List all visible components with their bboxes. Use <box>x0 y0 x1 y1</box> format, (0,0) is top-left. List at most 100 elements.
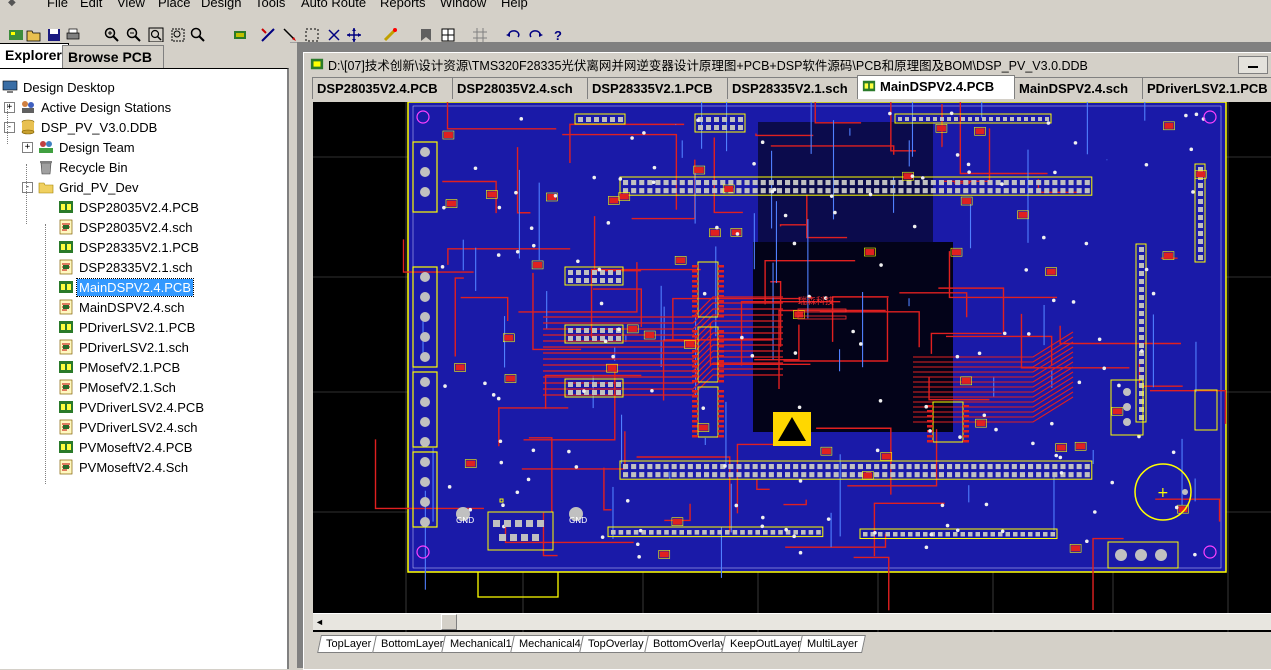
zoom-window-icon[interactable] <box>190 27 206 43</box>
redo-icon[interactable] <box>528 27 544 43</box>
pcb-canvas[interactable]: 瑞森科技 + GND GND <box>313 102 1271 632</box>
sch-doc-icon <box>58 459 74 475</box>
component-icon[interactable] <box>232 27 248 43</box>
tab-browse-pcb[interactable]: Browse PCB <box>62 45 164 68</box>
sch-doc-icon <box>58 219 74 235</box>
tree-item-label: Recycle Bin <box>59 159 128 175</box>
tree-item-pvdriverlsv2-4-pcb[interactable]: PVDriverLSV2.4.PCB <box>58 397 206 417</box>
gnd-label-right: GND <box>569 516 587 525</box>
tree-item-label: PVMoseftV2.4.PCB <box>79 439 193 455</box>
tree-item-label: Active Design Stations <box>41 99 172 115</box>
tree-item-grid-pv-dev[interactable]: Grid_PV_Dev <box>38 177 140 197</box>
tree-item-label: PVMoseftV2.4.Sch <box>79 459 189 475</box>
menu-help[interactable]: Help <box>501 0 528 10</box>
doc-tab-pdriverlsv2-1-pcb[interactable]: PDriverLSV2.1.PCB <box>1142 77 1271 99</box>
sch-doc-icon <box>58 259 74 275</box>
tree-item-design-team[interactable]: Design Team <box>38 137 137 157</box>
doc-tab-dsp28335v2-1-sch[interactable]: DSP28335V2.1.sch <box>727 77 858 99</box>
doc-tab-dsp28035v2-4-pcb[interactable]: DSP28035V2.4.PCB <box>312 77 453 99</box>
doc-tab-dsp28035v2-4-sch[interactable]: DSP28035V2.4.sch <box>452 77 588 99</box>
menu-edit[interactable]: Edit <box>80 0 103 10</box>
print-icon[interactable] <box>65 27 81 43</box>
help-icon[interactable]: ? <box>554 27 562 43</box>
doc-tab-maindspv2-4-pcb[interactable]: MainDSPV2.4.PCB <box>857 75 1015 99</box>
deselect-icon[interactable] <box>326 27 342 43</box>
tree-connector <box>7 104 8 144</box>
route-icon[interactable] <box>282 27 298 43</box>
zoom-in-icon[interactable] <box>104 27 120 43</box>
reset-icon[interactable] <box>418 27 434 43</box>
expand-icon[interactable]: + <box>22 142 33 153</box>
grid-snap-icon[interactable] <box>472 27 488 43</box>
pcb-board-view[interactable]: 瑞森科技 + GND GND <box>313 102 1271 632</box>
board-label: 瑞森科技 <box>798 295 834 307</box>
tree-item-dsp28035v2-4-pcb[interactable]: DSP28035V2.4.PCB <box>58 197 201 217</box>
doc-tab-label: DSP28335V2.1.PCB <box>592 81 713 96</box>
tree-item-pdriverlsv2-1-pcb[interactable]: PDriverLSV2.1.PCB <box>58 317 197 337</box>
scroll-thumb[interactable] <box>441 614 457 630</box>
collapse-icon[interactable]: - <box>22 182 33 193</box>
collapse-icon[interactable]: - <box>4 122 15 133</box>
move-icon[interactable] <box>346 27 362 43</box>
tree-item-label: DSP_PV_V3.0.DDB <box>41 119 158 135</box>
doc-tab-dsp28335v2-1-pcb[interactable]: DSP28335V2.1.PCB <box>587 77 728 99</box>
app-menu-icon[interactable]: ◆ <box>8 0 16 8</box>
tree-item-pvmoseftv2-4-pcb[interactable]: PVMoseftV2.4.PCB <box>58 437 194 457</box>
menu-view[interactable]: View <box>117 0 145 10</box>
save-icon[interactable] <box>46 27 62 43</box>
tree-item-active-design-stations[interactable]: Active Design Stations <box>20 97 173 117</box>
tree-item-pmosefv2-1-pcb[interactable]: PMosefV2.1.PCB <box>58 357 182 377</box>
tree-item-dsp28335v2-1-pcb[interactable]: DSP28335V2.1.PCB <box>58 237 201 257</box>
sch-doc-icon <box>58 379 74 395</box>
tree-item-dsp28035v2-4-sch[interactable]: DSP28035V2.4.sch <box>58 217 194 237</box>
pcb-doc-icon <box>58 279 74 295</box>
tree-item-dsp28335v2-1-sch[interactable]: DSP28335V2.1.sch <box>58 257 194 277</box>
tree-item-recycle-bin[interactable]: Recycle Bin <box>38 157 130 177</box>
tree-connector <box>26 164 27 224</box>
layer-tab-multilayer[interactable]: MultiLayer <box>798 635 866 653</box>
menu-reports[interactable]: Reports <box>380 0 426 10</box>
doc-tab-maindspv2-4-sch[interactable]: MainDSPV2.4.sch <box>1014 77 1143 99</box>
tree-connector <box>45 224 46 484</box>
menu-place[interactable]: Place <box>158 0 191 10</box>
tree-item-pmosefv2-1-sch[interactable]: PMosefV2.1.Sch <box>58 377 178 397</box>
layer-tab-label: Mechanical4 <box>519 638 581 650</box>
menu-file[interactable]: File <box>47 0 68 10</box>
pcb-doc-icon <box>58 399 74 415</box>
wire-icon[interactable] <box>260 27 276 43</box>
tree-item-pdriverlsv2-1-sch[interactable]: PDriverLSV2.1.sch <box>58 337 191 357</box>
pcb-doc-icon <box>58 359 74 375</box>
zoom-fit-icon[interactable] <box>170 27 186 43</box>
undo-icon[interactable] <box>505 27 521 43</box>
zoom-area-icon[interactable] <box>148 27 164 43</box>
tree-item-pvdriverlsv2-4-sch[interactable]: PVDriverLSV2.4.sch <box>58 417 200 437</box>
horizontal-scrollbar[interactable]: ◄ <box>313 613 1271 630</box>
scroll-left-icon[interactable]: ◄ <box>315 617 324 627</box>
menu-window[interactable]: Window <box>440 0 487 10</box>
document-titlebar: D:\[07]技术创新\设计资源\TMS320F28335光伏离网并网逆变器设计… <box>304 53 1271 75</box>
tree-item-pvmoseftv2-4-sch[interactable]: PVMoseftV2.4.Sch <box>58 457 190 477</box>
grid-icon[interactable] <box>440 27 456 43</box>
select-icon[interactable] <box>304 27 320 43</box>
layer-tab-label: MultiLayer <box>807 638 858 650</box>
open-icon[interactable] <box>26 27 42 43</box>
menu-tools[interactable]: Tools <box>255 0 286 10</box>
zoom-out-icon[interactable] <box>126 27 142 43</box>
minimize-button[interactable] <box>1238 56 1268 74</box>
pcb-doc-icon <box>58 439 74 455</box>
layer-tab-label: KeepOutLayer <box>730 638 801 650</box>
browse-icon[interactable] <box>8 27 24 43</box>
tree-item-label: Design Desktop <box>23 79 115 95</box>
tree-item-dsp-pv-v3-0-ddb[interactable]: DSP_PV_V3.0.DDB <box>20 117 159 137</box>
tab-explorer[interactable]: Explorer <box>0 43 69 68</box>
tree-item-design-desktop[interactable]: Design Desktop <box>2 77 117 97</box>
expand-icon[interactable]: + <box>4 102 15 113</box>
tree-item-maindspv2-4-pcb[interactable]: MainDSPV2.4.PCB <box>58 277 194 297</box>
library-icon[interactable] <box>382 27 398 43</box>
menu-design[interactable]: Design <box>201 0 242 10</box>
tree-item-label: DSP28335V2.1.PCB <box>79 239 199 255</box>
tree-item-maindspv2-4-sch[interactable]: MainDSPV2.4.sch <box>58 297 187 317</box>
menu-auto-route[interactable]: Auto Route <box>301 0 367 10</box>
